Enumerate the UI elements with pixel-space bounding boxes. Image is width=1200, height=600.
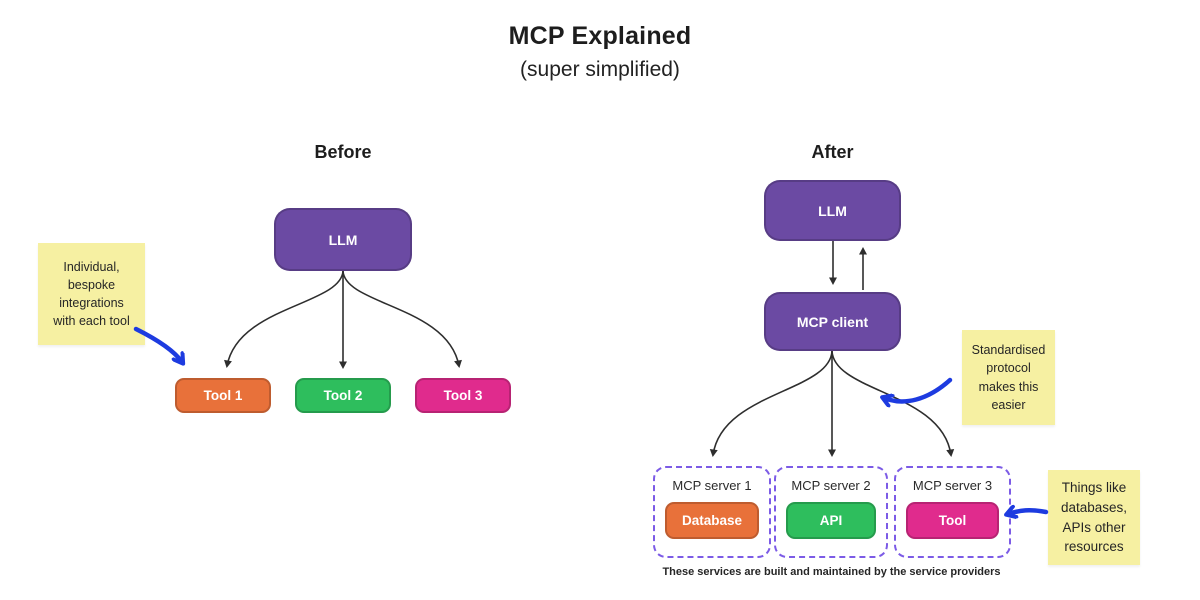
page-subtitle: (super simplified) xyxy=(520,58,680,81)
mcp-server-3-title: MCP server 3 xyxy=(912,478,993,493)
after-heading: After xyxy=(811,142,854,162)
before-llm-label: LLM xyxy=(328,231,358,248)
after-llm-label: LLM xyxy=(818,202,847,219)
tool-3-node: Tool 3 xyxy=(415,378,511,413)
mcp-server-1-title: MCP server 1 xyxy=(672,478,752,493)
annotation-arrow-protocol-note xyxy=(884,377,953,401)
tool-label: Tool xyxy=(938,513,967,528)
tool-node: Tool xyxy=(906,502,999,539)
api-label: API xyxy=(819,513,843,528)
mcp-server-3-card: MCP server 3 Tool xyxy=(894,466,1011,558)
page-title: MCP Explained xyxy=(508,22,692,50)
tool-1-label: Tool 1 xyxy=(203,388,243,403)
flow-arrow-llm-to-tool1 xyxy=(224,270,344,368)
flow-arrow-client-to-server1 xyxy=(709,350,833,457)
mcp-server-2-title: MCP server 2 xyxy=(791,478,871,493)
after-llm-node: LLM xyxy=(764,180,901,241)
annotation-arrow-resources-note xyxy=(1008,510,1049,514)
mcp-client-label: MCP client xyxy=(796,313,869,330)
mcp-client-node: MCP client xyxy=(764,292,901,351)
mcp-server-2-card: MCP server 2 API xyxy=(774,466,888,558)
api-node: API xyxy=(786,502,876,539)
tool-1-node: Tool 1 xyxy=(175,378,271,413)
sticky-note-resources: Things like databases, APIs other resour… xyxy=(1048,470,1140,565)
tool-2-node: Tool 2 xyxy=(295,378,391,413)
database-label: Database xyxy=(681,513,743,528)
services-footer-note: These services are built and maintained … xyxy=(662,566,1001,578)
flow-arrow-llm-to-tool3 xyxy=(342,270,462,368)
sticky-note-individual-integrations: Individual, bespoke integrations with ea… xyxy=(38,243,145,345)
tool-3-label: Tool 3 xyxy=(443,388,483,403)
before-heading: Before xyxy=(314,142,372,162)
flow-arrow-client-to-server3 xyxy=(831,350,955,457)
before-llm-node: LLM xyxy=(274,208,412,271)
sticky-note-standardised-protocol: Standardised protocol makes this easier xyxy=(962,330,1055,425)
database-node: Database xyxy=(665,502,759,539)
mcp-server-1-card: MCP server 1 Database xyxy=(653,466,771,558)
tool-2-label: Tool 2 xyxy=(323,388,363,403)
